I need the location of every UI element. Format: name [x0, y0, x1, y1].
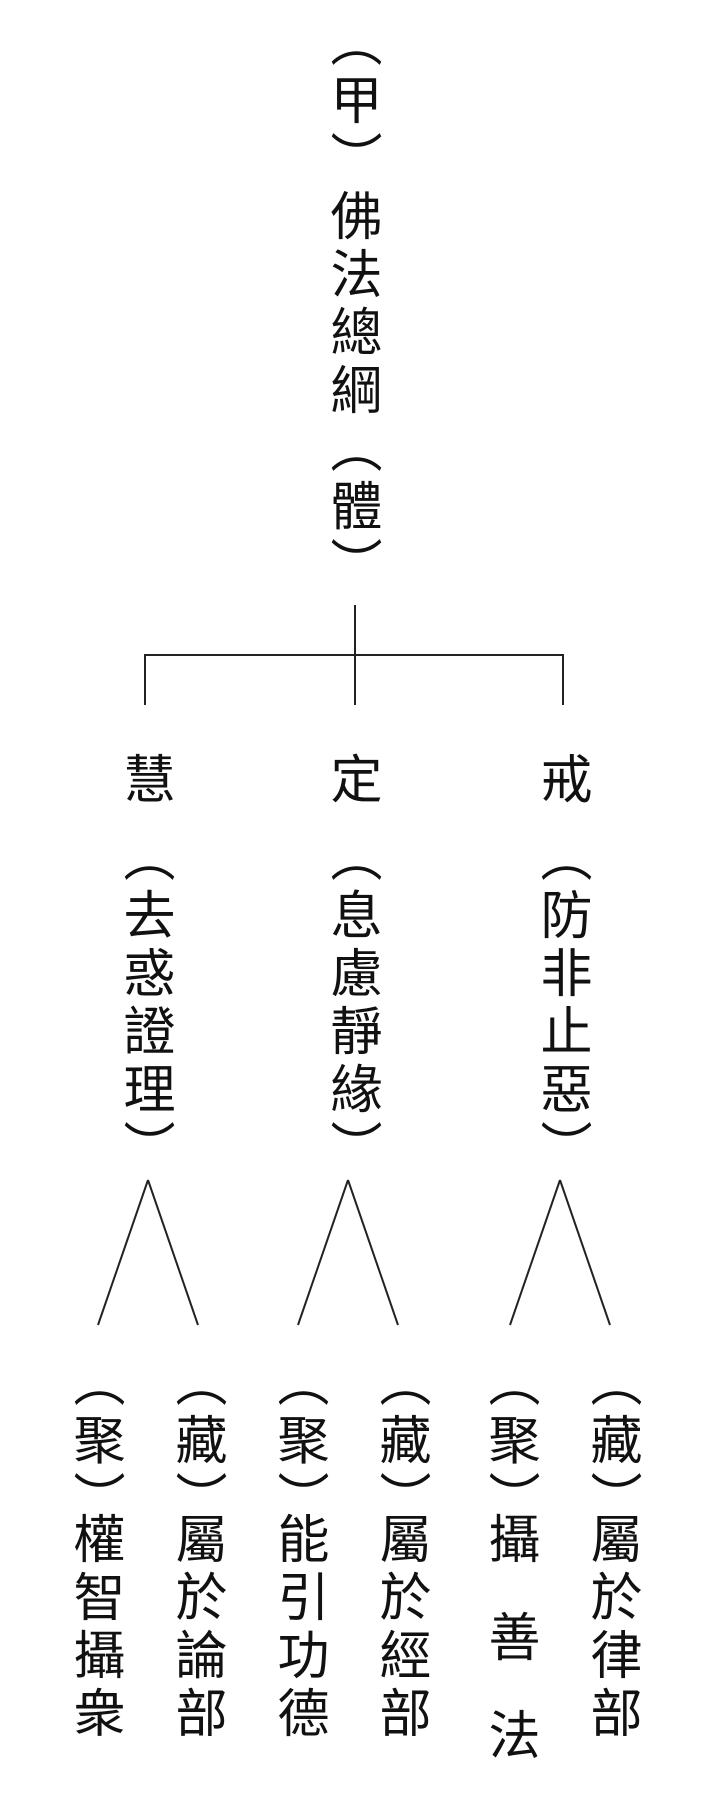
leaf-text-jie-ju: 攝善法 — [479, 1512, 539, 1806]
branch-bar-line — [144, 654, 564, 705]
leaf-text-hui-ju: 權智攝衆 — [64, 1512, 124, 1744]
root-label: （甲）佛法總綱（體） — [321, 15, 381, 595]
leaf-tag-jie-ju: （聚） — [479, 1355, 539, 1529]
leaf-text-jie-zang: 屬於律部 — [581, 1512, 641, 1744]
leaf-text-hui-zang: 屬於論部 — [166, 1512, 226, 1744]
leaf-tag-ding-zang: （藏） — [370, 1355, 430, 1529]
leaf-tag-ding-ju: （聚） — [268, 1355, 328, 1529]
branch-ding-subtitle: （息慮靜緣） — [321, 830, 381, 1178]
leaf-tag-jie-zang: （藏） — [581, 1355, 641, 1529]
ding-split-left — [297, 1179, 349, 1326]
branch-hui-subtitle: （去惑證理） — [114, 830, 174, 1178]
branch-jie-subtitle: （防非止惡） — [531, 830, 591, 1178]
jie-split-left — [509, 1179, 561, 1326]
leaf-text-ding-zang: 屬於經部 — [370, 1512, 430, 1744]
branch-hui-title: 慧 — [114, 752, 174, 810]
hui-split-right — [147, 1179, 199, 1326]
ding-split-right — [347, 1179, 399, 1326]
branch-ding-title: 定 — [321, 752, 381, 810]
hui-split-left — [97, 1179, 149, 1326]
leaf-text-ding-ju: 能引功德 — [268, 1512, 328, 1744]
leaf-tag-hui-ju: （聚） — [64, 1355, 124, 1529]
jie-split-right — [559, 1179, 611, 1326]
branch-jie-title: 戒 — [531, 752, 591, 810]
leaf-tag-hui-zang: （藏） — [166, 1355, 226, 1529]
